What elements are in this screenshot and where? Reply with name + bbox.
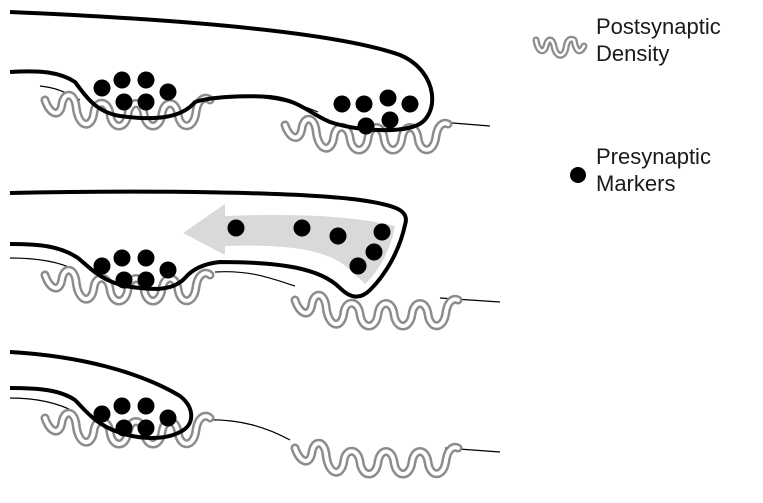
presynaptic-marker-icon [570, 167, 586, 183]
panel-3 [10, 352, 500, 474]
panel-1 [10, 12, 490, 150]
legend [536, 39, 586, 183]
postsynaptic-density-icon [536, 39, 584, 55]
panel-2 [10, 192, 500, 326]
legend-label-postsynaptic-density: Postsynaptic Density [596, 13, 721, 67]
legend-label-presynaptic-markers: Presynaptic Markers [596, 143, 711, 197]
